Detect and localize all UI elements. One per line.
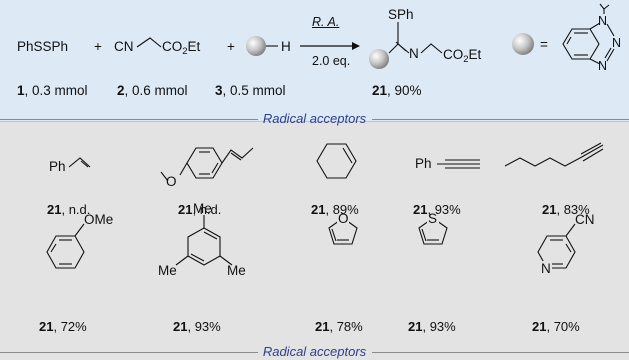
product-bonds [369,22,443,69]
acceptor9-caption: 21, 93% [408,319,456,334]
reagent3-sphere-icon [246,36,278,56]
reagent-diphenyl-disulfide: PhSSPh [17,39,69,54]
plus-sign-1: + [94,39,102,54]
label-compound-2: 2, 0.6 mmol [117,83,188,98]
acceptor10-caption: 21, 70% [532,319,580,334]
acceptor1-caption: 21, n.d. [47,202,91,217]
arrow-equivalents-label: 2.0 eq. [312,54,351,68]
acceptor9-atom-s: S [428,211,438,226]
acceptor7-atom-me-top: Me [193,201,212,216]
acceptor2-caption: 21, n.d. [178,202,222,217]
acceptor8-atom-o: O [338,211,349,226]
acceptor6-atom-ome: OMe [84,212,114,227]
acceptor5-caption: 21, 83% [542,202,590,217]
acceptor8-caption: 21, 78% [315,319,363,334]
acceptor6-caption: 21, 72% [39,319,87,334]
acceptor10-atom-n: N [541,261,551,276]
label-product-21: 21, 90% [372,83,422,98]
acceptor2-atom-o: O [166,174,177,189]
acceptor4-atom-ph: Ph [415,156,432,171]
product-ester: CO2Et [443,47,482,65]
btz-n3: N [598,59,607,73]
acceptor10-atom-cn: CN [575,212,595,227]
acceptor7-atom-me-left: Me [158,263,177,278]
acceptor7-atom-me-right: Me [227,263,246,278]
label-compound-1: 1, 0.3 mmol [17,83,88,98]
btz-n1: N [598,14,607,28]
acceptor7-caption: 21, 93% [173,319,221,334]
sphere-legend-icon [512,33,534,55]
arrow-reagent-label: R. A. [312,15,340,29]
plus-sign-2: + [227,39,235,54]
reaction-arrow-icon [300,42,360,50]
section-title: Radical acceptors [262,111,367,126]
product-imine-n: N [409,46,419,61]
section-title-bottom: Radical acceptors [262,344,367,359]
acceptor3-caption: 21, 89% [311,202,359,217]
reagent3-h: H [281,39,291,54]
reaction-scheme-panel: PhSSPh + CN CO2Et + H R. A. 2.0 eq. SPh [0,0,629,122]
label-compound-3: 3, 0.5 mmol [215,83,286,98]
btz-n2: N [612,36,621,50]
section-divider-top: Radical acceptors [0,112,629,126]
reagent2-cn: CN [114,39,134,54]
benzotriazole-structure-icon: N N N [562,3,621,73]
acceptor1-atom-ph: Ph [49,159,66,174]
reagent2-chain-bonds [136,37,162,48]
reagent2-ester: CO2Et [162,39,201,57]
product-sph: SPh [388,7,414,22]
section-divider-bottom: Radical acceptors [0,345,629,359]
acceptor4-caption: 21, 93% [413,202,461,217]
equals-sign: = [540,37,548,52]
